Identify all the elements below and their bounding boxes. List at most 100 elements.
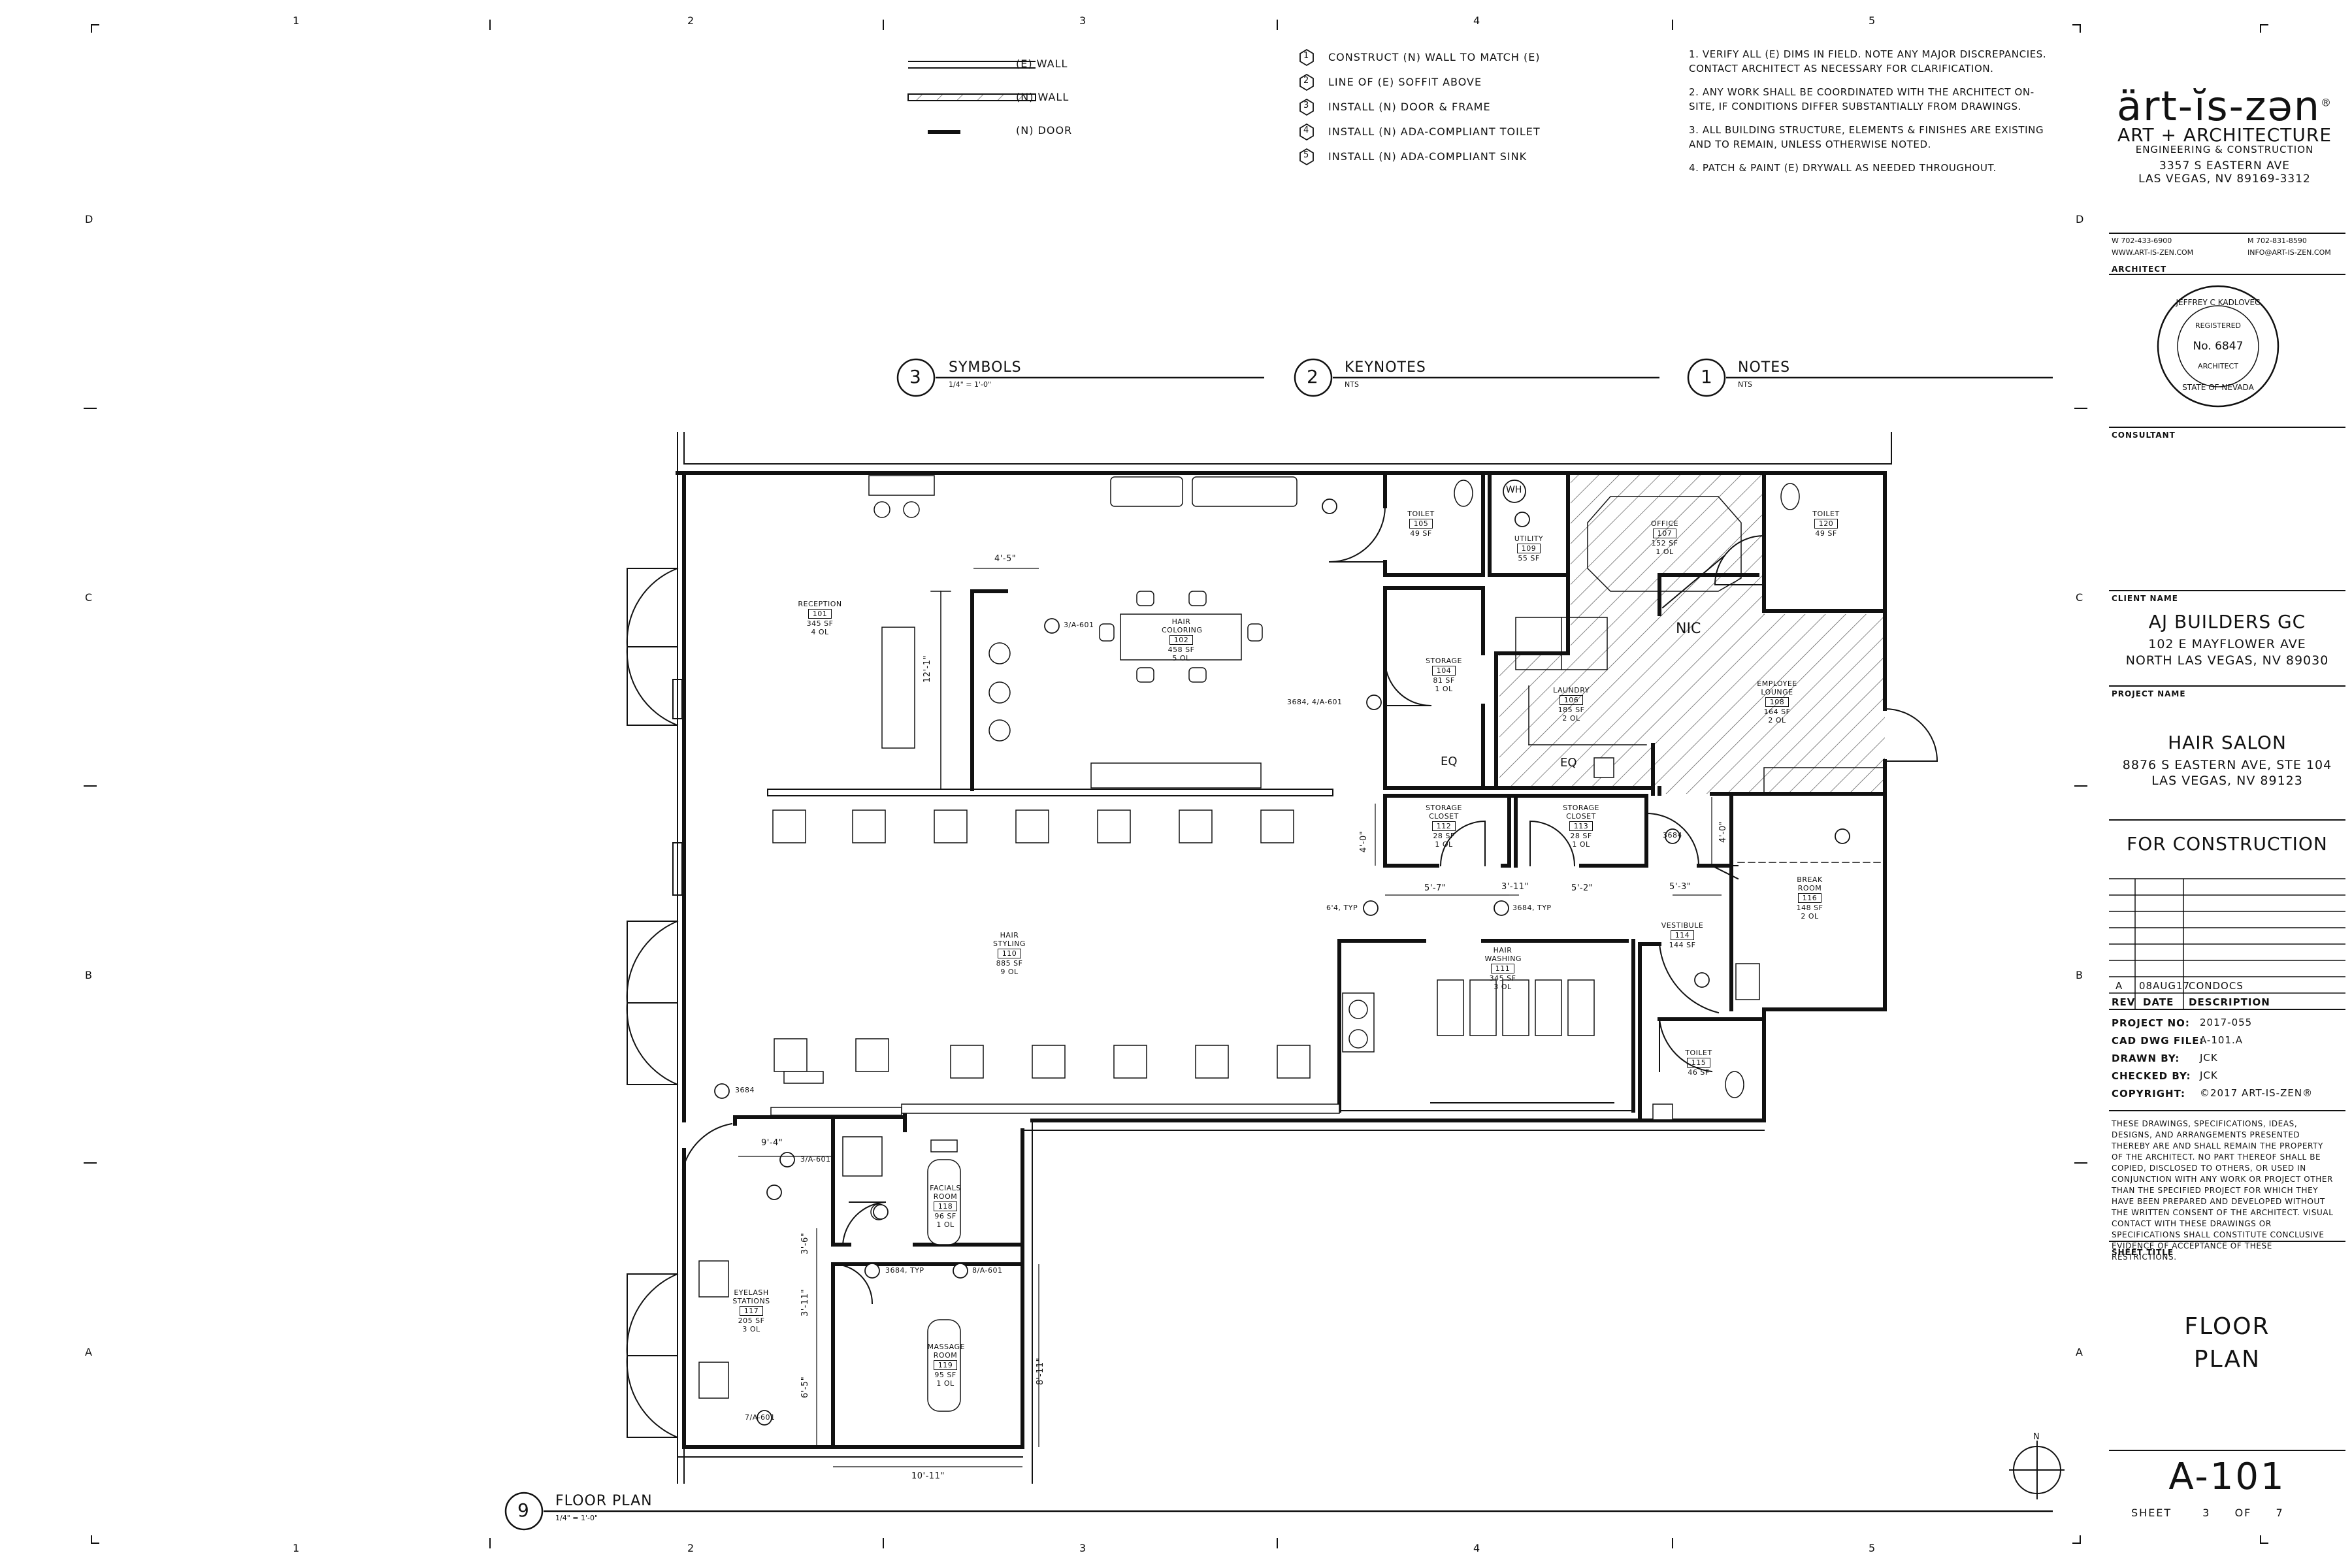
dim-12-1: 12'-1": [923, 655, 932, 683]
project-address1: 8876 S EASTERN AVE, STE 104: [2122, 758, 2332, 772]
grid-row-d-right: D: [2076, 213, 2084, 225]
eq-label-2: EQ: [1560, 756, 1577, 770]
plan-callout-markers: [714, 480, 1850, 1426]
view-notes-title: NOTES: [1738, 359, 1791, 376]
view-floorplan-num: 9: [517, 1499, 529, 1521]
firm-logo: ärt-ĭs-zən®: [2116, 82, 2333, 130]
legend-symbols: [907, 61, 1036, 134]
plan-fixtures: [698, 475, 1800, 1412]
callout-8-a601: 8/A-601: [972, 1266, 1003, 1275]
nic-label: NIC: [1676, 621, 1701, 637]
sheet-number: A-101: [2168, 1456, 2286, 1498]
dim-6-5: 6'-5": [800, 1376, 810, 1398]
sheet-title-label: SHEET TITLE: [2112, 1248, 2174, 1257]
dim-3-11-vert: 3'-11": [800, 1288, 810, 1316]
grid-col-3: 3: [1079, 14, 1086, 27]
client-name: AJ BUILDERS GC: [2148, 611, 2306, 632]
seal-name: JEFFREY C KADLOVEC: [2176, 298, 2261, 307]
rev-a-date: 08AUG17: [2139, 980, 2191, 992]
north-label: N: [2033, 1432, 2040, 1442]
firm-web: WWW.ART-IS-ZEN.COM: [2112, 248, 2194, 257]
view-title-lines: [504, 358, 2053, 1531]
rev-header-rev: REV: [2112, 996, 2136, 1008]
north-arrow-icon: [2009, 1441, 2065, 1499]
firm-phone-m: M 702-831-8590: [2247, 237, 2307, 245]
dim-5-7: 5'-7": [1424, 883, 1446, 893]
keynote-markers: [1299, 48, 1314, 166]
view-floorplan-scale: 1/4" = 1'-0": [555, 1514, 598, 1522]
dim-4-0-left: 4'-0": [1359, 830, 1369, 853]
rev-a-desc: CONDOCS: [2189, 980, 2244, 992]
grid-row-d: D: [85, 213, 93, 225]
legend-n-wall-label: (N) WALL: [1016, 91, 1070, 103]
grid-row-b: B: [85, 969, 92, 981]
firm-email: INFO@ART-IS-ZEN.COM: [2247, 248, 2331, 257]
sheet-corner-marks: [91, 24, 2268, 1544]
architect-seal: [2157, 285, 2279, 408]
callout-3684-entry: 3684: [735, 1086, 755, 1094]
note-item: 2. ANY WORK SHALL BE COORDINATED WITH TH…: [1689, 86, 2034, 112]
grid-col-2: 2: [687, 14, 694, 27]
callout-3-a601-lower: 3/A-601: [800, 1155, 831, 1164]
note-item: 1. VERIFY ALL (E) DIMS IN FIELD. NOTE AN…: [1689, 48, 2047, 74]
grid-row-c-right: C: [2076, 591, 2083, 604]
view-symbols-scale: 1/4" = 1'-0": [949, 380, 992, 389]
note-item: 3. ALL BUILDING STRUCTURE, ELEMENTS & FI…: [1689, 124, 2044, 150]
firm-address2: LAS VEGAS, NV 89169-3312: [2138, 172, 2311, 186]
dimension-lines: [738, 568, 1722, 1467]
dim-4-0-right: 4'-0": [1718, 821, 1728, 843]
callout-3684-typ-lower: 3684, TYP: [885, 1266, 924, 1275]
grid-col-5: 5: [1869, 14, 1876, 27]
view-floorplan-title: FLOOR PLAN: [555, 1493, 653, 1509]
dim-9-4: 9'-4": [761, 1138, 783, 1148]
sheet-count: SHEET 3 OF 7: [2131, 1507, 2284, 1519]
callout-7-a601: 7/A-601: [745, 1413, 776, 1422]
rev-header-description: DESCRIPTION: [2189, 996, 2270, 1008]
firm-address1: 3357 S EASTERN AVE: [2159, 159, 2290, 172]
grid-col-2-bottom: 2: [687, 1542, 694, 1554]
legend-n-door-label: (N) DOOR: [1016, 124, 1073, 137]
info-row: COPYRIGHT:©2017 ART-IS-ZEN®: [2112, 1087, 2313, 1100]
seal-architect: ARCHITECT: [2198, 362, 2238, 370]
sheet-title-line2: PLAN: [2193, 1346, 2261, 1373]
project-address2: LAS VEGAS, NV 89123: [2151, 774, 2303, 788]
dim-5-3: 5'-3": [1669, 882, 1691, 892]
dim-3-6: 3'-6": [800, 1232, 810, 1254]
info-row: CAD DWG FILE:A-101.A: [2112, 1034, 2244, 1047]
client-address2: NORTH LAS VEGAS, NV 89030: [2125, 653, 2329, 668]
project-label: PROJECT NAME: [2112, 689, 2186, 698]
view-notes-num: 1: [1701, 366, 1712, 387]
view-notes-scale: NTS: [1738, 380, 1752, 389]
grid-row-a: A: [85, 1346, 92, 1358]
grid-ticks: [84, 20, 2087, 1548]
grid-row-a-right: A: [2076, 1346, 2083, 1358]
dim-3-11: 3'-11": [1501, 882, 1529, 892]
dim-8-11: 8'-11": [1036, 1357, 1045, 1385]
rev-header-date: DATE: [2143, 996, 2174, 1008]
callout-3684-typ: 3684, TYP: [1512, 904, 1552, 912]
info-row: DRAWN BY:JCK: [2112, 1052, 2218, 1064]
firm-line1: ART + ARCHITECTURE: [2117, 124, 2332, 146]
rev-a: A: [2115, 980, 2123, 992]
water-heater-label: WH: [1506, 485, 1522, 495]
note-item: 4. PATCH & PAINT (E) DRYWALL AS NEEDED T…: [1689, 162, 1997, 174]
project-name: HAIR SALON: [2168, 732, 2287, 753]
callout-6-4-typ: 6'4, TYP: [1326, 904, 1358, 912]
grid-row-c: C: [85, 591, 93, 604]
legend-e-wall-label: (E) WALL: [1016, 57, 1068, 70]
dim-10-11: 10'-11": [911, 1471, 945, 1481]
callout-3-a601: 3/A-601: [1064, 621, 1094, 629]
seal-state: STATE OF NEVADA: [2182, 383, 2254, 392]
dim-5-2: 5'-2": [1571, 883, 1593, 893]
info-row: CHECKED BY:JCK: [2112, 1070, 2218, 1082]
grid-col-1: 1: [293, 14, 300, 27]
